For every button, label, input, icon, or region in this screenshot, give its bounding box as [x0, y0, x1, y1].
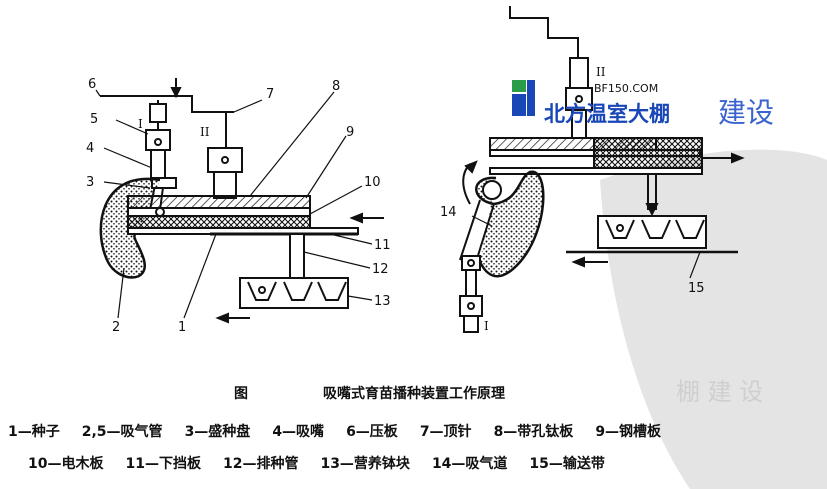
- label-15: 15: [688, 281, 705, 296]
- legend-item: 6—压板: [346, 424, 398, 440]
- right-apparatus: [459, 6, 745, 333]
- legend-item: 15—输送带: [529, 456, 605, 472]
- left-labels: 6 5 4 3 2 1 7 8 9 10 11 12 13 I II: [86, 77, 391, 335]
- label-7: 7: [266, 87, 274, 102]
- legend-item: 1—种子: [8, 424, 60, 440]
- legend-item: 9—钢槽板: [595, 424, 662, 440]
- label-roman-I-right: I: [484, 319, 489, 333]
- legend-item: 8—带孔钛板: [493, 424, 574, 440]
- label-roman-II-right: II: [596, 65, 606, 79]
- legend-item: 3—盛种盘: [184, 424, 251, 440]
- label-13: 13: [374, 294, 391, 309]
- seed-discharge-tube: [289, 233, 305, 279]
- conveyor-pot-blocks: [597, 215, 707, 249]
- site-watermark: BF150.COM 北方温室大棚 建设 棚 建 设: [512, 80, 774, 406]
- label-4: 4: [86, 141, 94, 156]
- label-10: 10: [364, 175, 381, 190]
- suction-channel-arm: [475, 170, 545, 278]
- label-12: 12: [372, 262, 389, 277]
- suction-tube-block-I-right: [459, 295, 483, 317]
- legend-item: 14—吸气道: [431, 456, 508, 472]
- ejector-pin-block-II-right: [569, 57, 589, 89]
- watermark-faint-text: 棚 建 设: [676, 378, 763, 406]
- legend-item: 2,5—吸气管: [81, 424, 163, 440]
- legend-line-2: 10—电木板 11—下挡板 12—排种管 13—营养钵块 14—吸气道 15—输送带: [28, 453, 827, 473]
- upper-plate-cross: [593, 137, 703, 169]
- label-14: 14: [440, 205, 457, 220]
- nutrient-pot-blocks: [239, 277, 349, 309]
- label-2: 2: [112, 320, 120, 335]
- label-8: 8: [332, 79, 340, 94]
- right-labels: 14 15 II I: [440, 65, 705, 333]
- label-roman-II-left: II: [200, 125, 210, 139]
- label-9: 9: [346, 125, 354, 140]
- legend-item: 13—营养钵块: [320, 456, 410, 472]
- figure-label: 图: [234, 386, 248, 402]
- watermark-tail: 建设: [718, 96, 774, 129]
- legend-item: 7—顶针: [419, 424, 472, 440]
- bakelite-board: [127, 215, 311, 229]
- pressure-plate: [100, 95, 234, 113]
- label-3: 3: [86, 175, 94, 190]
- legend-item: 4—吸嘴: [272, 424, 325, 440]
- watermark-url: BF150.COM: [594, 82, 658, 95]
- label-roman-I-left: I: [138, 117, 143, 131]
- label-11: 11: [374, 238, 391, 253]
- steel-groove-plate: [127, 195, 311, 209]
- figure-title: 吸嘴式育苗播种装置工作原理: [323, 386, 505, 402]
- legend-item: 11—下挡板: [125, 456, 201, 472]
- left-apparatus: [95, 78, 384, 324]
- watermark-brand: 北方温室大棚: [544, 102, 670, 126]
- label-6: 6: [88, 77, 96, 92]
- legend-item: 12—排种管: [222, 456, 299, 472]
- label-1: 1: [178, 320, 186, 335]
- legend-line-1: 1—种子 2,5—吸气管 3—盛种盘 4—吸嘴 6—压板 7—顶针 8—带孔钛板 9—钢槽板: [8, 421, 827, 441]
- watermark-logo-icon: [512, 80, 535, 116]
- label-5: 5: [90, 112, 98, 127]
- legend-item: 10—电木板: [28, 456, 104, 472]
